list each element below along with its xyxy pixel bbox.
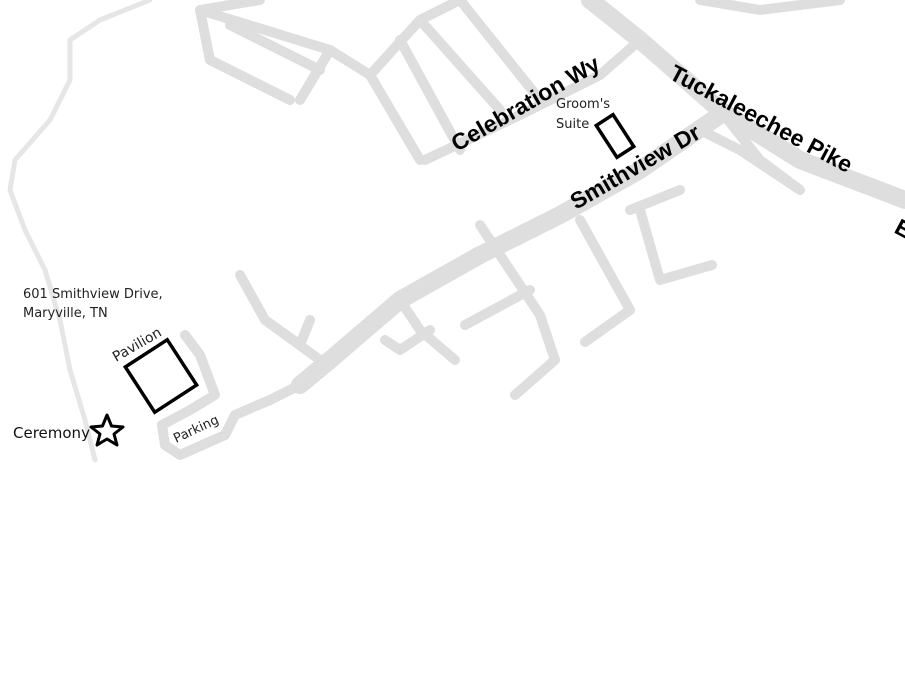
address-line2: Maryville, TN — [23, 306, 108, 321]
label-edge-fragment: E — [891, 213, 905, 243]
road-upper-connector — [325, 0, 545, 165]
pavilion: Pavilion — [110, 325, 200, 415]
road-branch-a — [475, 220, 560, 400]
grooms-suite-building — [593, 112, 637, 160]
road-branch-e — [380, 295, 460, 365]
road-pike-branch — [695, 105, 805, 195]
grooms-suite-label-line1: Groom's — [556, 97, 610, 112]
grooms-suite-label-line2: Suite — [556, 117, 589, 132]
road-west-branch — [235, 270, 325, 365]
ceremony-marker: Ceremony — [13, 413, 125, 447]
grooms-suite: Groom's Suite — [556, 97, 637, 160]
road-celebration-way — [420, 35, 645, 165]
road-smithview-drive — [291, 106, 729, 394]
road-branch-b — [460, 285, 535, 330]
ceremony-label: Ceremony — [13, 424, 90, 442]
road-parking-loop — [180, 330, 220, 415]
star-icon — [89, 413, 125, 447]
label-smithview-drive: Smithview Dr — [566, 119, 705, 214]
road-upper-block — [195, 0, 335, 105]
path-west-trail — [7, 0, 153, 463]
road-west-spur — [157, 380, 305, 460]
road-top-right — [695, 0, 845, 15]
pavilion-building — [122, 337, 200, 415]
road-branch-c — [575, 215, 635, 347]
road-branch-d — [625, 185, 717, 285]
address-line1: 601 Smithview Drive, — [23, 287, 163, 302]
road-network — [7, 0, 905, 463]
